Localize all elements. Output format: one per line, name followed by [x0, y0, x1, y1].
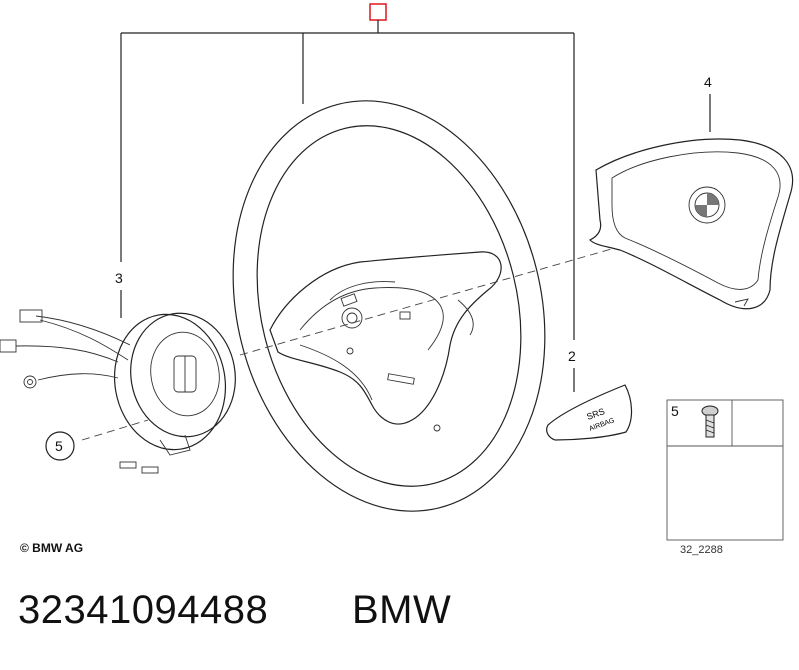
steering-wheel[interactable]	[191, 67, 587, 544]
bmw-roundel-icon	[688, 186, 726, 224]
slip-ring[interactable]	[104, 305, 245, 459]
callout-5: 5	[55, 438, 63, 454]
horn-pad[interactable]	[588, 138, 794, 310]
exploded-parts-diagram: 3 2 4 SRS AIRBAG	[0, 3, 794, 544]
connector-plug-icon	[19, 309, 43, 323]
srs-label: SRS	[585, 406, 606, 422]
top-reference-box[interactable]	[369, 3, 387, 21]
copyright-notice: © BMW AG	[20, 541, 84, 555]
callout-3: 3	[115, 270, 123, 286]
connector-plug-icon	[0, 339, 17, 353]
callout-5-inset: 5	[671, 403, 679, 419]
callout-2: 2	[568, 348, 576, 364]
leader-tree	[120, 20, 575, 340]
srs-airbag-badge[interactable]: SRS AIRBAG	[546, 384, 633, 441]
part-number: 32341094488	[18, 588, 269, 632]
screw-icon	[701, 405, 719, 438]
wiring-harness	[0, 309, 159, 474]
callout-4: 4	[704, 74, 712, 90]
callout-5-circle	[45, 431, 75, 461]
screw-inset[interactable]	[666, 399, 784, 541]
brand-name: BMW	[352, 588, 452, 632]
diagram-id: 32_2288	[680, 544, 723, 556]
